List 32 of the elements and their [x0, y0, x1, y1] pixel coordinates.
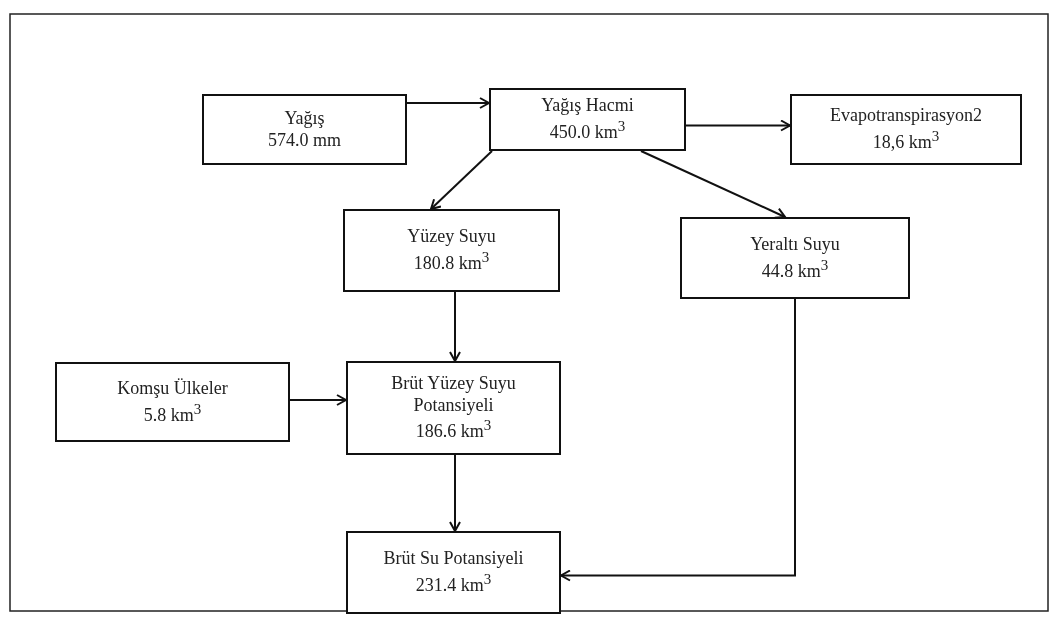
node-label: 180.8 km$^{3}$ — [412, 248, 491, 275]
process-box — [489, 88, 686, 151]
process-box — [346, 361, 561, 455]
node-label: 574.0 mm — [267, 129, 342, 152]
arrow — [406, 97, 490, 109]
node-label: 44.8 km$^{3}$ — [760, 255, 830, 283]
node-label: 231.4 km$^{3}$ — [414, 570, 493, 597]
arrow — [289, 394, 347, 406]
node-label: 186.6 km$^{3}$ — [414, 416, 493, 443]
arrow — [560, 298, 796, 582]
process-box — [55, 362, 290, 442]
node-label: Yağış Hacmi — [540, 95, 635, 117]
arrow — [449, 454, 461, 532]
node-label: Brüt Su Potansiyeli — [382, 548, 525, 570]
process-box — [202, 94, 407, 165]
process-box — [343, 209, 560, 292]
node-label: Evapotranspirasyon2 — [829, 105, 983, 127]
node-label: 450.0 km$^{3}$ — [548, 117, 627, 144]
arrow — [449, 291, 461, 362]
process-box — [680, 217, 910, 299]
process-box — [346, 531, 561, 614]
arrow — [430, 150, 493, 210]
node-label: Brüt Yüzey Suyu Potansiyeli — [390, 373, 517, 417]
node-label: 5.8 km$^{3}$ — [142, 399, 203, 427]
node-label: Yüzey Suyu — [406, 226, 497, 248]
node-label: 18,6 km$^{3}$ — [871, 127, 941, 154]
node-label: Yeraltı Suyu — [749, 233, 841, 256]
arrow — [640, 150, 786, 219]
node-label: Yağış — [283, 107, 326, 130]
node-label: Komşu Ülkeler — [116, 377, 229, 400]
process-box — [790, 94, 1022, 165]
arrow — [685, 119, 791, 132]
